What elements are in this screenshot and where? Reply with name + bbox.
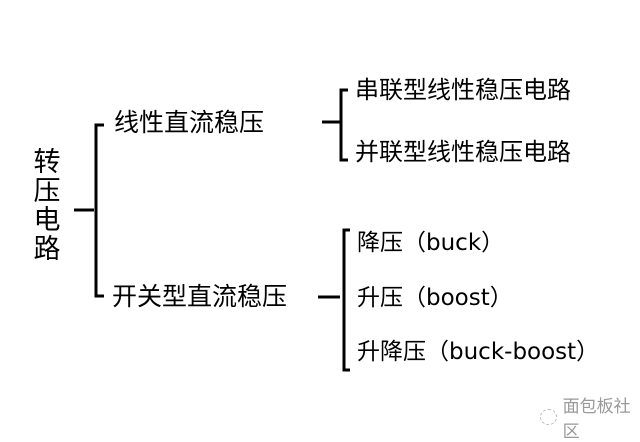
leaf-series-linear: 串联型线性稳压电路 [355,76,571,104]
root-node: 转压电路 [33,147,61,265]
leaf-buck-boost: 升降压（buck-boost） [357,339,600,365]
leaf-buck: 降压（buck） [357,230,505,256]
leaf-parallel-linear: 并联型线性稳压电路 [355,138,571,166]
watermark-text: 面包板社区 [562,397,631,442]
switching-bracket [318,228,350,372]
root-bracket [74,123,104,298]
bracket-lines [74,88,350,372]
linear-bracket [322,88,348,162]
leaf-boost: 升压（boost） [357,285,513,311]
branch-switching: 开关型直流稳压 [112,282,288,311]
wechat-icon [540,409,557,425]
branch-linear: 线性直流稳压 [114,108,265,137]
watermark: 面包板社区 [540,392,640,442]
